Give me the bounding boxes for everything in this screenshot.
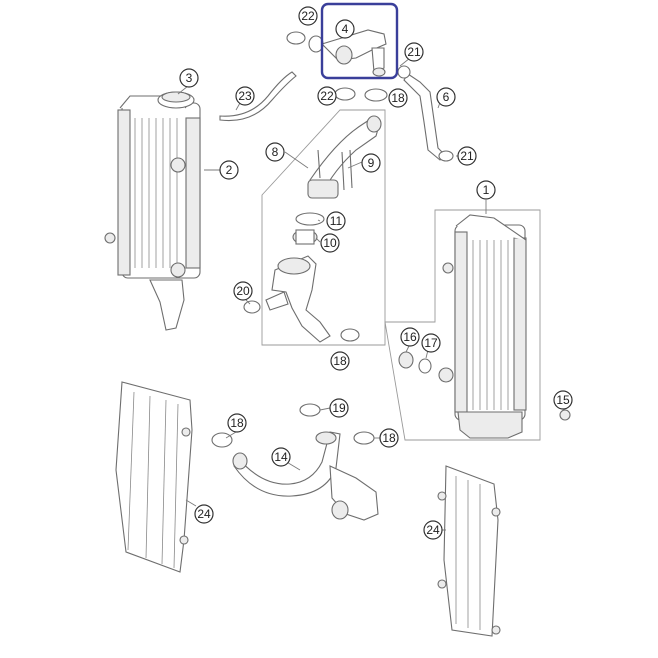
hose-clamp-20[interactable]	[243, 300, 261, 314]
callout-24-left[interactable]: 24	[194, 504, 214, 524]
svg-text:17: 17	[424, 336, 438, 350]
screws-9[interactable]	[317, 149, 353, 191]
hose-clamp-top[interactable]	[286, 31, 306, 45]
svg-text:1: 1	[483, 183, 490, 197]
hose-clamp-19[interactable]	[299, 403, 321, 417]
callout-9[interactable]: 9	[361, 153, 381, 173]
svg-text:14: 14	[274, 450, 288, 464]
svg-text:10: 10	[323, 236, 337, 250]
callout-2[interactable]: 2	[219, 160, 239, 180]
svg-text:22: 22	[301, 9, 315, 23]
lower-y-hose[interactable]	[232, 431, 379, 521]
svg-text:3: 3	[186, 71, 193, 85]
svg-text:8: 8	[272, 145, 279, 159]
water-pump-hose[interactable]	[307, 115, 382, 199]
callout-18-left[interactable]: 18	[227, 413, 247, 433]
svg-text:22: 22	[320, 89, 334, 103]
callout-21-lower[interactable]: 21	[457, 146, 477, 166]
t-hose-connector[interactable]	[308, 29, 387, 77]
svg-text:15: 15	[556, 393, 570, 407]
svg-text:18: 18	[391, 91, 405, 105]
hose-clamp-18-top[interactable]	[364, 88, 388, 102]
svg-text:18: 18	[382, 431, 396, 445]
svg-text:23: 23	[238, 89, 252, 103]
callout-15[interactable]: 15	[553, 390, 573, 410]
svg-text:24: 24	[197, 507, 211, 521]
hose-clamp-21-upper[interactable]	[397, 65, 411, 79]
callout-4[interactable]: 4	[335, 19, 355, 39]
callout-24-right[interactable]: 24	[423, 520, 443, 540]
svg-text:2: 2	[226, 163, 233, 177]
svg-text:18: 18	[333, 354, 347, 368]
svg-text:21: 21	[460, 149, 474, 163]
svg-text:20: 20	[236, 284, 250, 298]
left-radiator[interactable]	[104, 95, 201, 331]
callout-3[interactable]: 3	[179, 68, 199, 88]
selected-part-highlight	[320, 2, 399, 80]
overflow-hose[interactable]	[219, 71, 297, 122]
callout-17[interactable]: 17	[421, 333, 441, 353]
svg-text:4: 4	[342, 22, 349, 36]
svg-text:18: 18	[230, 416, 244, 430]
callout-14[interactable]: 14	[271, 447, 291, 467]
callout-10[interactable]: 10	[320, 233, 340, 253]
hose-clamp-21-lower[interactable]	[438, 150, 454, 162]
thermostat-10[interactable]	[292, 229, 318, 245]
callout-6[interactable]: 6	[436, 87, 456, 107]
callout-8[interactable]: 8	[265, 142, 285, 162]
o-ring-11[interactable]	[295, 212, 325, 226]
callout-19[interactable]: 19	[329, 398, 349, 418]
callout-1[interactable]: 1	[476, 180, 496, 200]
svg-text:21: 21	[407, 45, 421, 59]
radiator-cap[interactable]	[157, 91, 195, 109]
callout-22-top[interactable]: 22	[298, 6, 318, 26]
right-radiator-frame	[384, 209, 541, 441]
svg-text:11: 11	[330, 214, 343, 228]
callout-11[interactable]: 11	[326, 211, 346, 231]
callout-22-mid[interactable]: 22	[317, 86, 337, 106]
callout-23[interactable]: 23	[235, 86, 255, 106]
svg-text:24: 24	[426, 523, 440, 537]
callout-18-right[interactable]: 18	[379, 428, 399, 448]
callout-18-mid[interactable]: 18	[330, 351, 350, 371]
hose-assembly-frame	[261, 109, 386, 346]
hose-clamp-18-left[interactable]	[211, 432, 233, 448]
svg-text:9: 9	[368, 156, 375, 170]
hose-clamp-18-mid[interactable]	[340, 328, 360, 342]
thermostat-housing-hose[interactable]	[265, 255, 331, 343]
screw-15[interactable]	[559, 409, 571, 421]
callout-16[interactable]: 16	[400, 327, 420, 347]
svg-text:19: 19	[332, 401, 346, 415]
right-radiator[interactable]	[438, 214, 527, 439]
hose-clamp-mid[interactable]	[334, 87, 356, 101]
svg-text:6: 6	[443, 90, 450, 104]
upper-right-hose[interactable]	[403, 73, 447, 161]
callout-21-upper[interactable]: 21	[404, 42, 424, 62]
hose-clamp-18-right[interactable]	[353, 431, 375, 445]
svg-text:16: 16	[403, 330, 417, 344]
washer-16[interactable]	[398, 351, 414, 369]
callout-20[interactable]: 20	[233, 281, 253, 301]
callout-18-top[interactable]: 18	[388, 88, 408, 108]
radiator-guard-left[interactable]	[115, 381, 193, 573]
radiator-guard-right[interactable]	[437, 465, 501, 637]
spacer-17[interactable]	[418, 358, 432, 374]
